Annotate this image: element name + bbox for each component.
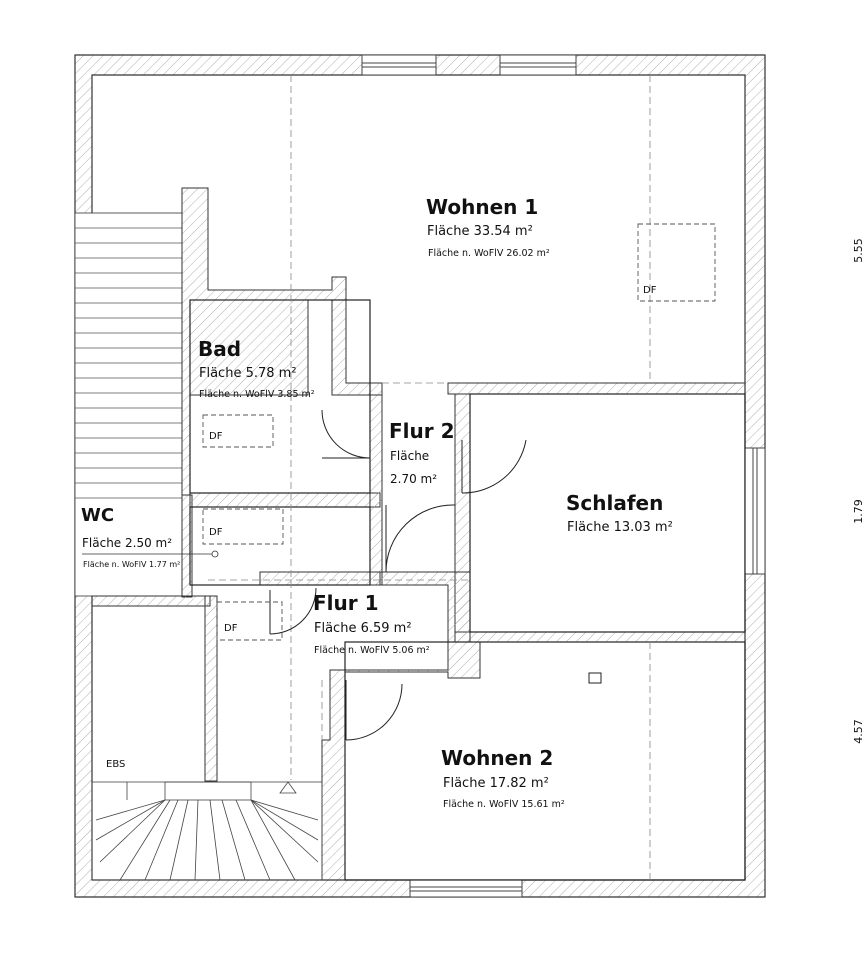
room-name-wohnen2: Wohnen 2 bbox=[441, 746, 554, 770]
roof-lines bbox=[208, 75, 651, 880]
dimension-label-1: 5.55 bbox=[851, 238, 865, 263]
skylights bbox=[202, 223, 716, 641]
woflv-bad: Fläche n. WoFlV 3.85 m² bbox=[199, 389, 315, 400]
df-wc: DF bbox=[209, 527, 223, 538]
dimension-label-2: 1.79 bbox=[851, 499, 865, 524]
woflv-wohnen2: Fläche n. WoFlV 15.61 m² bbox=[443, 799, 565, 810]
room-name-wc: WC bbox=[81, 505, 115, 526]
area-schlafen: Fläche 13.03 m² bbox=[567, 520, 673, 535]
woflv-wc: Fläche n. WoFlV 1.77 m² bbox=[83, 560, 181, 569]
area-flur1: Fläche 6.59 m² bbox=[314, 621, 412, 636]
room-outlines bbox=[189, 299, 746, 881]
area-flur2-line1: Fläche bbox=[390, 449, 430, 463]
woflv-flur1: Fläche n. WoFlV 5.06 m² bbox=[314, 645, 430, 656]
area-flur2-line2: 2.70 m² bbox=[390, 472, 438, 486]
chimney bbox=[588, 672, 602, 684]
area-wohnen2: Fläche 17.82 m² bbox=[443, 776, 549, 791]
df-flur1: DF bbox=[224, 623, 238, 634]
room-name-bad: Bad bbox=[198, 337, 242, 361]
df-wohnen1: DF bbox=[643, 285, 657, 296]
stair-bottom bbox=[91, 781, 323, 881]
area-wohnen1: Fläche 33.54 m² bbox=[427, 224, 533, 239]
area-bad: Fläche 5.78 m² bbox=[199, 366, 297, 381]
doors bbox=[269, 409, 527, 741]
dimension-label-3: 4.57 bbox=[851, 719, 865, 744]
stair-left bbox=[74, 212, 183, 597]
room-name-schlafen: Schlafen bbox=[566, 491, 664, 515]
wc-marker bbox=[82, 550, 219, 558]
room-name-flur2: Flur 2 bbox=[389, 419, 455, 443]
woflv-wohnen1: Fläche n. WoFlV 26.02 m² bbox=[428, 248, 550, 259]
area-wc: Fläche 2.50 m² bbox=[82, 536, 173, 550]
df-bad: DF bbox=[209, 431, 223, 442]
room-name-wohnen1: Wohnen 1 bbox=[426, 195, 539, 219]
ebs-label: EBS bbox=[106, 759, 126, 770]
room-name-flur1: Flur 1 bbox=[313, 591, 379, 615]
